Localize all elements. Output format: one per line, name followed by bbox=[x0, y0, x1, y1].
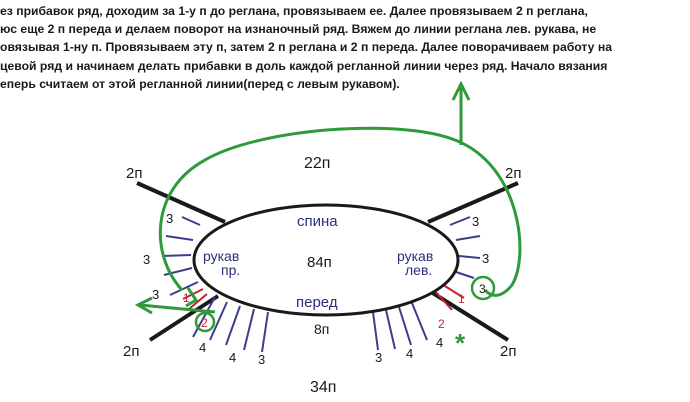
front-count: 8п bbox=[314, 321, 329, 337]
row-number-left-bottom: 4 bbox=[199, 340, 206, 355]
front-label: перед bbox=[296, 294, 338, 311]
row-number-right-top: 3 bbox=[472, 214, 479, 229]
row-number-left-top: 3 bbox=[166, 211, 173, 226]
green-zigzag bbox=[185, 287, 199, 308]
raglan-label-top-right: 2п bbox=[505, 165, 521, 182]
row-number-right-bottom: 4 bbox=[436, 335, 443, 350]
top-count: 22п bbox=[304, 155, 330, 172]
instruction-line-1: ез прибавок ряд, доходим за 1-у п до рег… bbox=[0, 4, 588, 18]
instruction-line-2: юс еще 2 п переда и делаем поворот на из… bbox=[0, 22, 597, 37]
row-number-left-circled: 2 bbox=[201, 316, 208, 330]
green-circle-left bbox=[194, 311, 216, 333]
raglan-line-top-right bbox=[427, 181, 519, 224]
row-number-front-right-4: 4 bbox=[406, 346, 413, 361]
row-number-right-mid: 3 bbox=[482, 251, 489, 266]
body-ellipse bbox=[192, 203, 460, 317]
row-number-front-right-3: 3 bbox=[375, 350, 382, 365]
instruction-line-5: еперь считаем от этой регланной линии(пе… bbox=[0, 76, 400, 91]
ticks-right-sleeve bbox=[449, 216, 481, 279]
left-sleeve-label-1: рукав bbox=[397, 248, 433, 264]
green-arrowhead-left bbox=[134, 296, 153, 315]
row-number-left-red: 1 bbox=[183, 291, 190, 305]
center-count: 84п bbox=[307, 254, 332, 271]
row-number-left-low: 3 bbox=[152, 287, 159, 302]
star-marker: * bbox=[455, 328, 466, 358]
raglan-label-bottom-left: 2п bbox=[123, 343, 139, 360]
instruction-line-3: овязывая 1-ну п. Провязываем эту п, зате… bbox=[0, 40, 612, 55]
row-number-right-red-1: 1 bbox=[458, 292, 465, 306]
left-sleeve-label-2: лев. bbox=[405, 262, 432, 278]
right-sleeve-label-2: пр. bbox=[221, 262, 240, 278]
green-arrowhead-up bbox=[451, 80, 471, 101]
row-number-front-left-3: 3 bbox=[258, 352, 265, 367]
ticks-front bbox=[192, 296, 428, 353]
instructions-text: ез прибавок ряд, доходим за 1-у п до рег… bbox=[0, 0, 690, 93]
green-arrow-path bbox=[158, 126, 522, 297]
right-sleeve-label-1: рукав bbox=[203, 248, 239, 264]
instruction-line-4: цевой ряд и начинаем делать прибавки в д… bbox=[0, 58, 608, 73]
row-number-right-circled: 3 bbox=[479, 282, 486, 296]
raglan-label-top-left: 2п bbox=[126, 165, 142, 182]
ticks-red bbox=[182, 282, 465, 311]
green-arrow-left bbox=[139, 303, 216, 314]
raglan-line-top-left bbox=[136, 181, 226, 224]
ticks-left-sleeve bbox=[161, 216, 201, 296]
bottom-count: 34п bbox=[310, 379, 336, 396]
green-circle-right bbox=[470, 275, 496, 301]
row-number-right-red-2: 2 bbox=[438, 317, 445, 331]
raglan-line-bottom-left bbox=[148, 294, 220, 342]
back-label: спина bbox=[297, 213, 338, 230]
row-number-left-mid: 3 bbox=[143, 252, 150, 267]
raglan-label-bottom-right: 2п bbox=[500, 343, 516, 360]
row-number-front-left-4: 4 bbox=[229, 350, 236, 365]
